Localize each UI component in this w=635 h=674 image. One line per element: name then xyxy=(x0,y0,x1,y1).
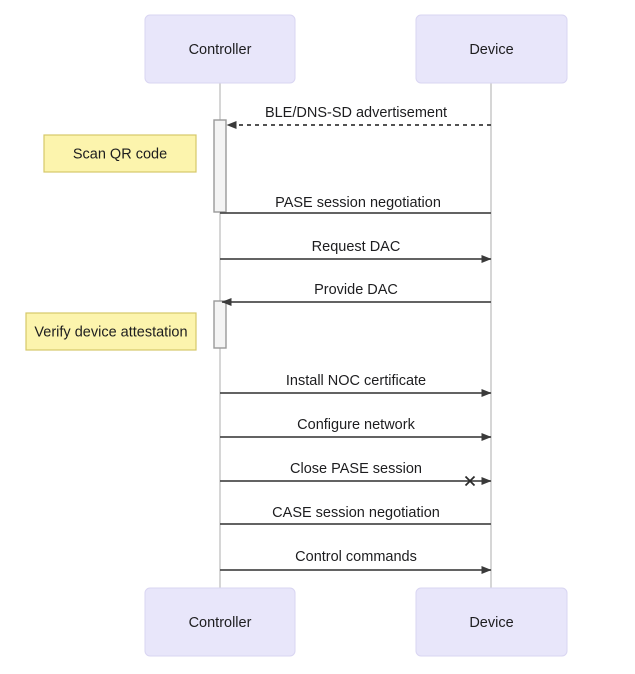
participant-label-controller-top: Controller xyxy=(189,42,252,58)
activation-bars xyxy=(213,119,227,349)
participant-box-device-top[interactable] xyxy=(415,14,568,84)
message-label: BLE/DNS-SD advertisement xyxy=(265,105,447,121)
message-4: Install NOC certificate xyxy=(220,373,492,397)
close-session-x-icon xyxy=(464,475,476,487)
message-label: CASE session negotiation xyxy=(272,505,440,521)
message-3: Provide DAC xyxy=(221,282,491,306)
message-label: Install NOC certificate xyxy=(286,373,426,389)
participant-box-controller-top[interactable] xyxy=(144,14,296,84)
note-verify-attestation-box xyxy=(25,312,197,351)
message-7: CASE session negotiation xyxy=(220,505,491,525)
notes-group: Scan QR code Verify device attestation xyxy=(25,134,197,351)
message-2: Request DAC xyxy=(220,239,492,263)
message-label: Request DAC xyxy=(312,239,401,255)
participant-label-controller-bottom: Controller xyxy=(189,615,252,631)
message-8: Control commands xyxy=(220,549,492,574)
message-1: PASE session negotiation xyxy=(220,195,491,214)
message-0: BLE/DNS-SD advertisement xyxy=(226,105,491,129)
message-6: Close PASE session xyxy=(220,461,492,487)
participant-box-device-bottom[interactable] xyxy=(415,587,568,657)
message-label: Configure network xyxy=(297,417,415,433)
activation-bar xyxy=(213,300,227,349)
note-scan-qr-box xyxy=(43,134,197,173)
message-label: Control commands xyxy=(295,549,417,565)
participant-label-device-bottom: Device xyxy=(469,615,513,631)
message-5: Configure network xyxy=(220,417,492,441)
note-scan-qr-label: Scan QR code xyxy=(73,146,167,162)
participant-box-controller-bottom[interactable] xyxy=(144,587,296,657)
message-label: Close PASE session xyxy=(290,461,422,477)
activation-bar xyxy=(213,119,227,213)
participants-bottom: Controller Device xyxy=(144,587,568,657)
participants-top: Controller Device xyxy=(144,14,568,84)
message-label: Provide DAC xyxy=(314,282,398,298)
participant-label-device-top: Device xyxy=(469,42,513,58)
note-verify-attestation-label: Verify device attestation xyxy=(34,324,187,340)
message-label: PASE session negotiation xyxy=(275,195,441,211)
